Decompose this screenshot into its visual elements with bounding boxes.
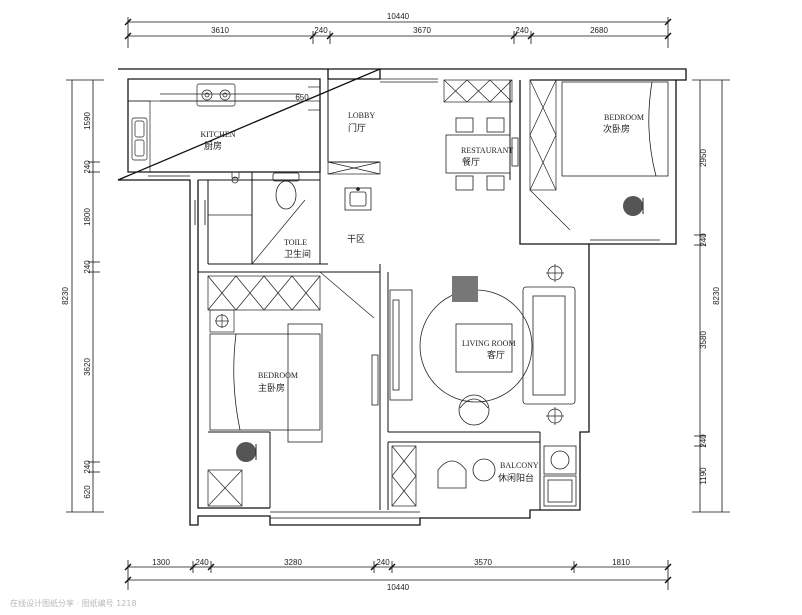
lobby-label-en: LOBBY: [348, 111, 375, 120]
kitchen-label-en: KITCHEN: [200, 130, 235, 139]
master-lamp-icon: [209, 309, 235, 333]
balcony-chair-icon: [437, 458, 496, 489]
dim-right-seg-4: 240: [699, 434, 708, 448]
dim-bottom-total: 10440: [387, 583, 410, 592]
balcony-label-en: BALCONY: [500, 461, 539, 470]
windows: [148, 171, 660, 519]
dry-zone-label: 干区: [347, 234, 365, 245]
watermark: 在线设计图纸分享 · 图纸编号 1218: [10, 598, 137, 608]
dim-left-seg-7: 620: [83, 485, 92, 499]
toilet-area: [208, 171, 306, 265]
sink-icon: [131, 117, 148, 161]
master-shelf: [207, 469, 243, 507]
kitchen: [127, 78, 321, 173]
bedroom2-label-en: BEDROOM: [604, 113, 644, 122]
kitchen-counter-dimension: 650: [295, 93, 309, 102]
dim-left-total: 8230: [61, 287, 70, 305]
master-chair-icon: [236, 442, 257, 462]
dim-right-total: 8230: [712, 287, 721, 305]
master-label-cn: 主卧房: [258, 382, 285, 394]
ceiling-light-icon: [546, 264, 564, 425]
bedroom2-label-cn: 次卧房: [603, 123, 630, 135]
dim-right-seg-3: 3580: [699, 331, 708, 349]
entry-door: [380, 78, 438, 83]
bedroom2-bed: [561, 81, 669, 177]
lobby-cabinet: [327, 161, 381, 175]
dim-left-seg-5: 3620: [83, 358, 92, 376]
master-label-en: BEDROOM: [258, 371, 298, 380]
armchair-icon: [458, 394, 490, 426]
dim-top-seg-4: 240: [515, 26, 529, 35]
living-label-en: LIVING ROOM: [462, 339, 516, 348]
dim-bottom-seg-4: 240: [376, 558, 390, 567]
dim-top-seg-1: 3610: [211, 26, 229, 35]
dim-bottom-seg-1: 1300: [152, 558, 170, 567]
lobby-label-cn: 门厅: [348, 122, 366, 134]
dim-bottom-seg-5: 3570: [474, 558, 492, 567]
restaurant-label-cn: 餐厅: [462, 156, 480, 168]
dim-bottom-seg-6: 1810: [612, 558, 630, 567]
dining-chair: [486, 117, 505, 133]
bedroom2-chair-icon: [623, 196, 644, 216]
dim-top-total: 10440: [387, 12, 410, 21]
dim-right-seg-5: 1190: [699, 467, 708, 485]
balcony-cabinet: [391, 445, 417, 507]
dining-chair: [455, 175, 474, 191]
restaurant-cabinet: [443, 79, 513, 103]
dim-bottom-seg-2: 240: [195, 558, 209, 567]
toilet-icon: [272, 172, 300, 210]
dim-left-seg-2: 240: [83, 160, 92, 174]
restaurant-label-en: RESTAURANT: [461, 146, 513, 155]
bedroom2-wardrobe: [529, 79, 571, 231]
dimension-lines: [66, 17, 730, 590]
dining-chair: [455, 117, 474, 133]
washbasin-icon: [344, 187, 372, 211]
living-label-cn: 客厅: [487, 349, 505, 361]
dim-bottom-seg-3: 3280: [284, 558, 302, 567]
kitchen-label-cn: 厨房: [204, 140, 222, 152]
tv-cabinet: [371, 289, 413, 406]
dim-left-seg-6: 240: [83, 460, 92, 474]
laundry-icon: [543, 445, 577, 507]
dim-left-seg-1: 1590: [83, 112, 92, 130]
dim-top-seg-3: 3670: [413, 26, 431, 35]
balcony-label-cn: 休闲阳台: [498, 472, 534, 484]
dim-right-seg-1: 2950: [699, 149, 708, 167]
toilet-label-en: TOILE: [284, 238, 307, 247]
dining-table: [445, 117, 519, 191]
dim-right-seg-2: 240: [699, 233, 708, 247]
dim-top-seg-2: 240: [314, 26, 328, 35]
sofa: [522, 286, 576, 405]
side-table: [452, 276, 478, 302]
gas-stove-icon: [196, 83, 236, 107]
dining-chair: [486, 175, 505, 191]
toilet-label-cn: 卫生间: [284, 248, 311, 260]
master-bed: [209, 323, 323, 443]
dim-top-seg-5: 2680: [590, 26, 608, 35]
master-wardrobe: [207, 271, 375, 319]
dim-left-seg-3: 1800: [83, 208, 92, 226]
dim-left-seg-4: 240: [83, 260, 92, 274]
kitchen-side-counter: [127, 100, 151, 173]
dimension-ticks: [124, 18, 672, 584]
